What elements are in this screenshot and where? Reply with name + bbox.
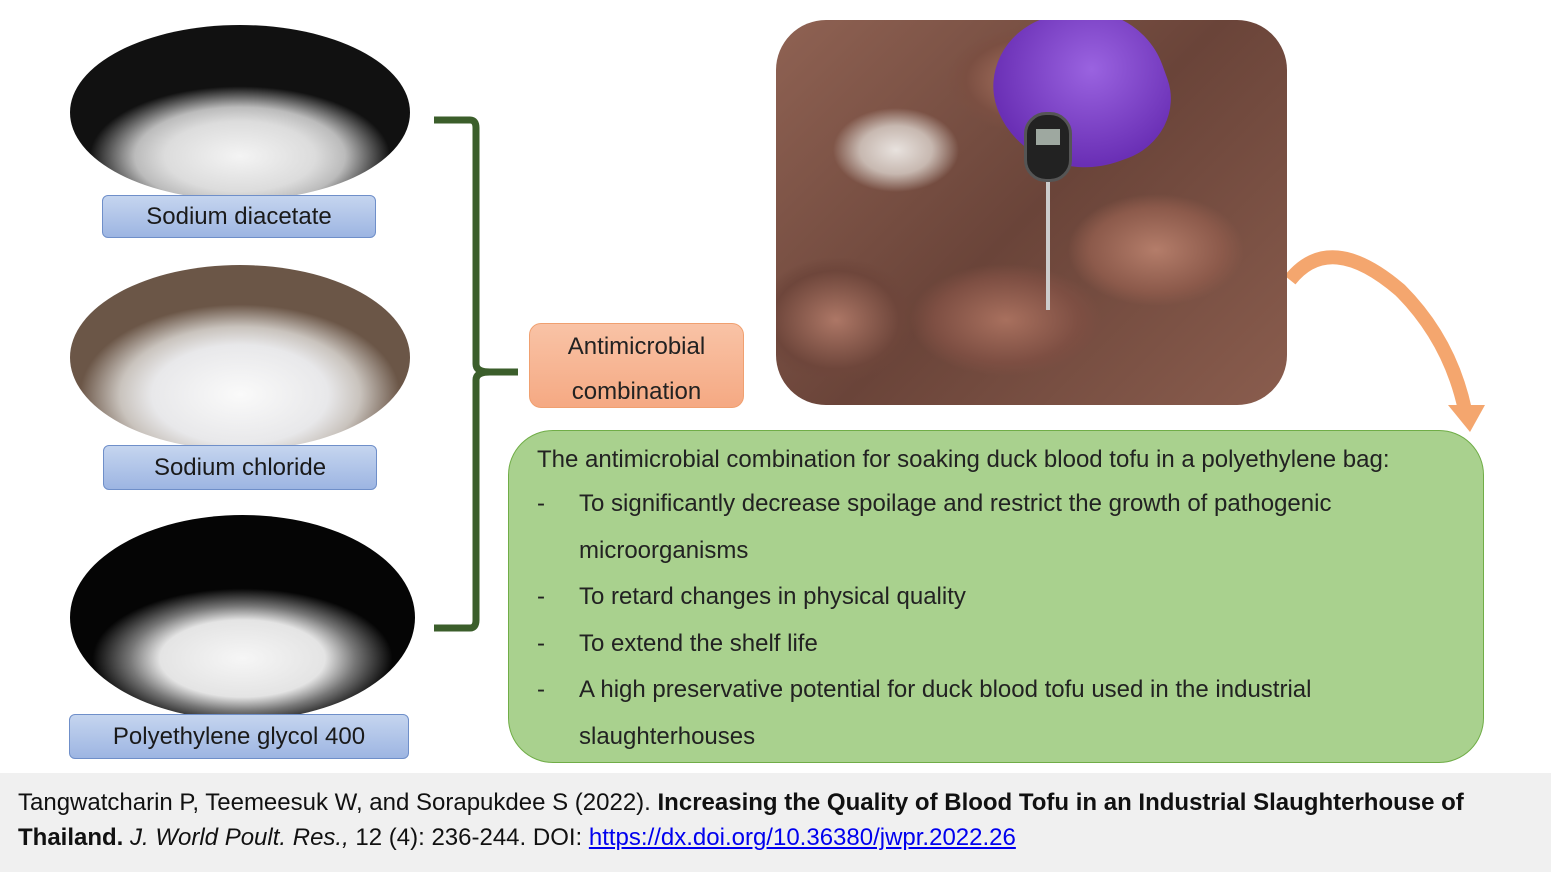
duck-blood-tofu-photo — [776, 20, 1287, 405]
combination-line2: combination — [571, 378, 702, 405]
effect-item: - To extend the shelf life — [537, 621, 1483, 668]
glove-shape — [973, 20, 1189, 195]
doi-link[interactable]: https://dx.doi.org/10.36380/jwpr.2022.26 — [588, 824, 1016, 851]
citation-journal: J. World Poult. Res., — [130, 824, 349, 851]
arrow-head — [1448, 405, 1485, 432]
thermometer-probe — [1046, 120, 1050, 310]
polyethylene-glycol-label: Polyethylene glycol 400 — [69, 714, 409, 759]
sodium-chloride-label: Sodium chloride — [103, 445, 377, 490]
polyethylene-glycol-image — [70, 515, 415, 720]
effect-text: To significantly decrease spoilage and r… — [579, 490, 1332, 564]
bullet-dash: - — [537, 629, 545, 657]
effect-text: To extend the shelf life — [579, 629, 818, 657]
combination-line1: Antimicrobial — [567, 333, 706, 360]
citation: Tangwatcharin P, Teemeesuk W, and Sorapu… — [0, 773, 1551, 872]
effect-item: - To retard changes in physical quality — [537, 574, 1483, 621]
antimicrobial-combination-box: Antimicrobial combination — [529, 323, 744, 408]
effect-text: To retard changes in physical quality — [579, 583, 966, 610]
bullet-dash: - — [537, 676, 545, 703]
sodium-chloride-image — [70, 265, 410, 450]
effect-text: A high preservative potential for duck b… — [579, 676, 1312, 750]
bullet-dash: - — [537, 583, 545, 610]
effect-item: - A high preservative potential for duck … — [537, 667, 1483, 760]
bracket — [434, 116, 518, 632]
effect-item: - To significantly decrease spoilage and … — [537, 481, 1483, 574]
citation-authors: Tangwatcharin P, Teemeesuk W, and Sorapu… — [18, 789, 658, 816]
thermometer-icon — [1024, 112, 1072, 182]
effects-intro: The antimicrobial combination for soakin… — [537, 446, 1390, 473]
citation-title: Increasing the Quality of Blood Tofu in … — [18, 789, 1464, 851]
sodium-diacetate-image — [70, 25, 410, 200]
effects-box: The antimicrobial combination for soakin… — [508, 430, 1484, 763]
citation-volume: 12 (4): 236-244. DOI: — [348, 824, 589, 851]
bullet-dash: - — [537, 490, 545, 517]
curved-arrow — [1284, 250, 1472, 412]
sodium-diacetate-label: Sodium diacetate — [102, 195, 376, 238]
